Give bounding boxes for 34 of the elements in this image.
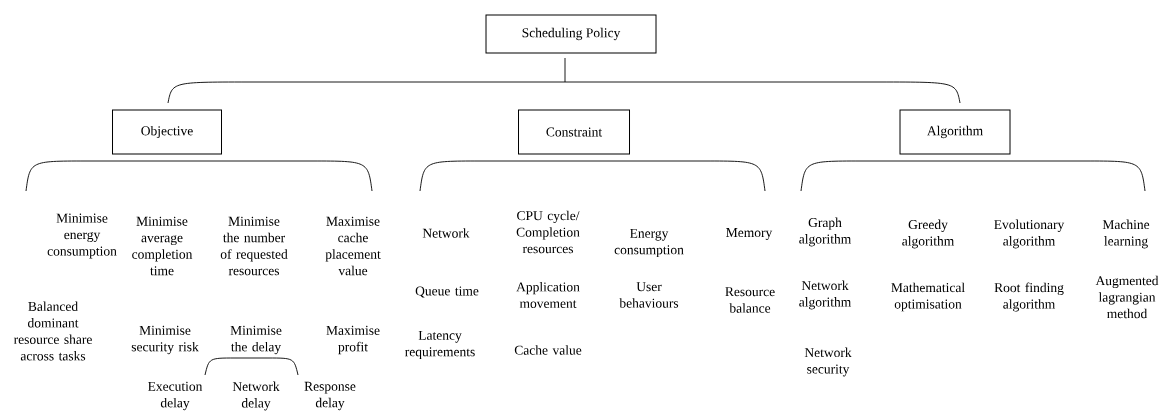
item-label: Network [422,228,470,238]
item-label: Execution delay [148,381,203,411]
item-label: Minimise average completion time [132,216,193,276]
item-label: Energy consumption [614,228,684,258]
item-label: Memory [726,228,773,240]
item-label: Maximise cache placement value [325,216,381,276]
item-label: Cache value [514,345,582,355]
item-label: CPU cycle/ Completion resources [516,210,580,254]
item-label: Network algorithm [799,280,852,310]
item-label: Application movement [516,282,580,308]
item-label: Resource balance [725,287,775,313]
item-label: Minimise the delay [230,325,282,355]
item-label: User behaviours [619,282,679,308]
item-label: Response delay [304,381,356,411]
item-label: Minimise security risk [131,325,199,355]
item-label: Minimise energy consumption [47,213,117,259]
item-label: Graph algorithm [799,217,852,247]
item-label: Machine learning [1102,219,1150,249]
item-label: Mathematical optimisation [891,282,965,312]
item-label: Root finding algorithm [994,282,1064,312]
item-label: Queue time [415,286,479,298]
item-label: Network security [804,347,852,377]
category-box: Constraint [518,109,630,155]
item-label: Balanced dominant resource share across tasks [13,301,92,361]
category-box: Objective [112,109,222,155]
item-label: Augmented lagrangian method [1095,275,1159,319]
item-label: Minimise the number of requested resources [220,216,288,276]
item-label: Evolutionary algorithm [994,219,1065,249]
item-label: Latency requirements [405,330,475,360]
root-box: Scheduling Policy [485,14,657,54]
item-label: Greedy algorithm [902,219,955,249]
item-label: Network delay [232,381,280,411]
item-label: Maximise profit [326,325,380,355]
category-box: Algorithm [899,109,1011,155]
